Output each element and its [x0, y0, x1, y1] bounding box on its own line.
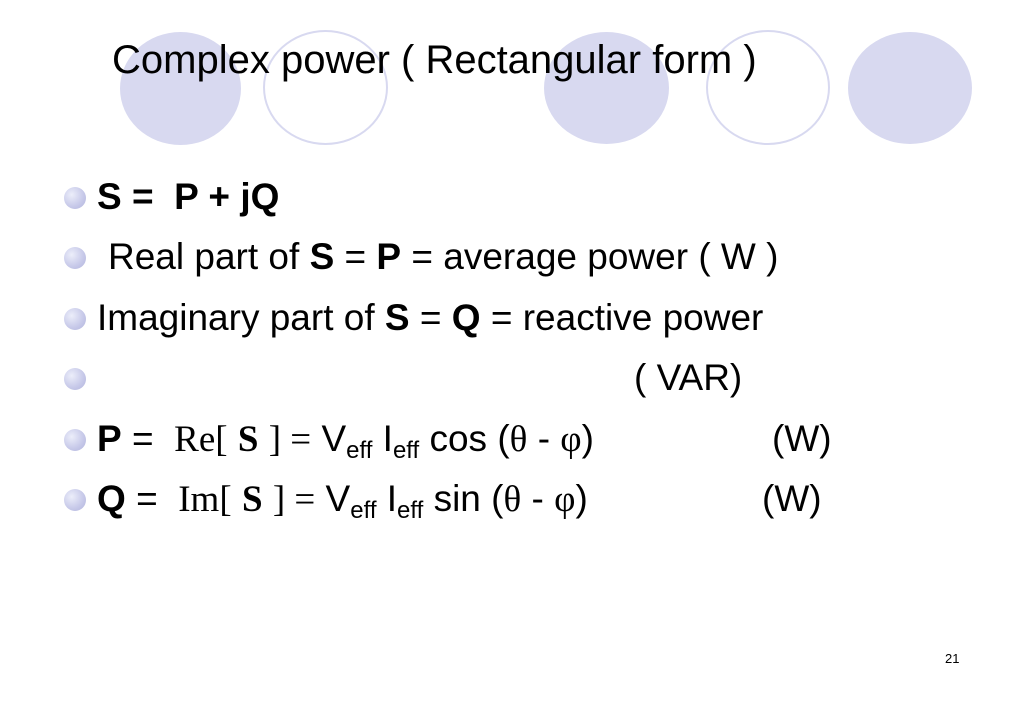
s-symbol: S	[384, 297, 410, 338]
equals: =	[131, 418, 154, 459]
s-rhs: P + jQ	[174, 176, 280, 217]
bullet-dot-icon	[64, 368, 86, 390]
i-symbol: I	[382, 418, 393, 459]
bullet-dot-icon	[64, 247, 86, 269]
im-close: ] =	[272, 479, 316, 520]
bullet-var-unit: ( VAR)	[64, 357, 964, 407]
bullet-dot-icon	[64, 489, 86, 511]
s-symbol: S	[309, 236, 335, 277]
minus: -	[531, 478, 544, 519]
bullet-p-formula: P = Re[ S ] = Veff Ieff cos (θ - φ) (W)	[64, 418, 964, 468]
bullet-imaginary-part: Imaginary part of S = Q = reactive power	[64, 297, 964, 347]
v-subscript: eff	[350, 497, 377, 524]
s-symbol: S	[237, 419, 259, 460]
phi-symbol: φ	[560, 419, 582, 460]
i-symbol: I	[386, 478, 398, 519]
close-paren: )	[581, 418, 594, 459]
bullet-text: Real part of S = P = average power ( W )	[108, 236, 778, 278]
p-symbol: P	[376, 236, 402, 277]
watt-unit: (W)	[762, 478, 822, 519]
bullet-text: S = P + jQ	[97, 176, 279, 218]
s-label: S =	[97, 176, 154, 217]
v-symbol: V	[325, 478, 351, 519]
decor-ring-4	[706, 30, 830, 145]
i-subscript: eff	[392, 437, 420, 464]
bullet-s-equation: S = P + jQ	[64, 176, 964, 226]
phi-symbol: φ	[554, 479, 576, 520]
q-symbol: Q	[97, 478, 126, 519]
v-symbol: V	[321, 418, 347, 459]
bullet-text: Q = Im[ S ] = Veff Ieff sin (θ - φ)	[97, 478, 588, 525]
decor-ring-2	[263, 30, 388, 145]
var-unit: ( VAR)	[634, 357, 743, 398]
minus: -	[537, 418, 551, 459]
decor-circle-1	[120, 32, 241, 145]
re-function: Re[	[174, 419, 228, 460]
theta-symbol: θ	[509, 419, 528, 460]
bullet-dot-icon	[64, 308, 86, 330]
v-subscript: eff	[346, 437, 373, 464]
bullet-text: Imaginary part of S = Q = reactive power	[97, 297, 763, 339]
decor-circle-5	[848, 32, 972, 144]
bullet-dot-icon	[64, 429, 86, 451]
bullet-dot-icon	[64, 187, 86, 209]
s-symbol: S	[241, 479, 263, 520]
imaginary-part-label: Imaginary part of	[97, 297, 375, 338]
p-symbol: P	[97, 418, 122, 459]
sin-function: sin (	[433, 478, 504, 519]
equals: =	[136, 478, 158, 519]
bullet-text: P = Re[ S ] = Veff Ieff cos (θ - φ)	[97, 418, 594, 465]
decor-circle-3	[544, 32, 669, 144]
reactive-power-text: = reactive power	[490, 297, 764, 338]
i-subscript: eff	[397, 497, 424, 524]
bullet-real-part: Real part of S = P = average power ( W )	[64, 236, 964, 286]
q-symbol: Q	[451, 297, 481, 338]
equals: =	[344, 236, 367, 277]
equals: =	[419, 297, 442, 338]
watt-unit: (W)	[772, 418, 832, 459]
re-close: ] =	[268, 419, 312, 460]
theta-symbol: θ	[503, 479, 522, 520]
im-function: Im[	[178, 479, 232, 520]
close-paren: )	[575, 478, 588, 519]
bullet-q-formula: Q = Im[ S ] = Veff Ieff sin (θ - φ) (W)	[64, 478, 964, 528]
slide-number: 21	[945, 651, 960, 666]
slide-title: Complex power ( Rectangular form )	[112, 38, 757, 82]
cos-function: cos (	[429, 418, 510, 459]
real-part-label: Real part of	[108, 236, 300, 277]
average-power-text: = average power ( W )	[411, 236, 779, 277]
